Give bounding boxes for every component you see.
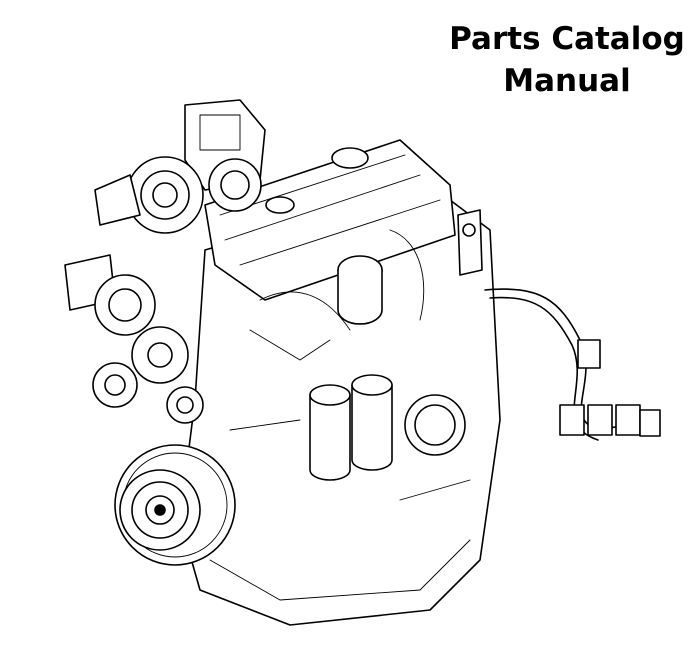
page-title: Parts Catalog Manual xyxy=(447,18,687,102)
title-line-1: Parts Catalog xyxy=(449,21,685,57)
title-line-2: Manual xyxy=(503,63,631,99)
